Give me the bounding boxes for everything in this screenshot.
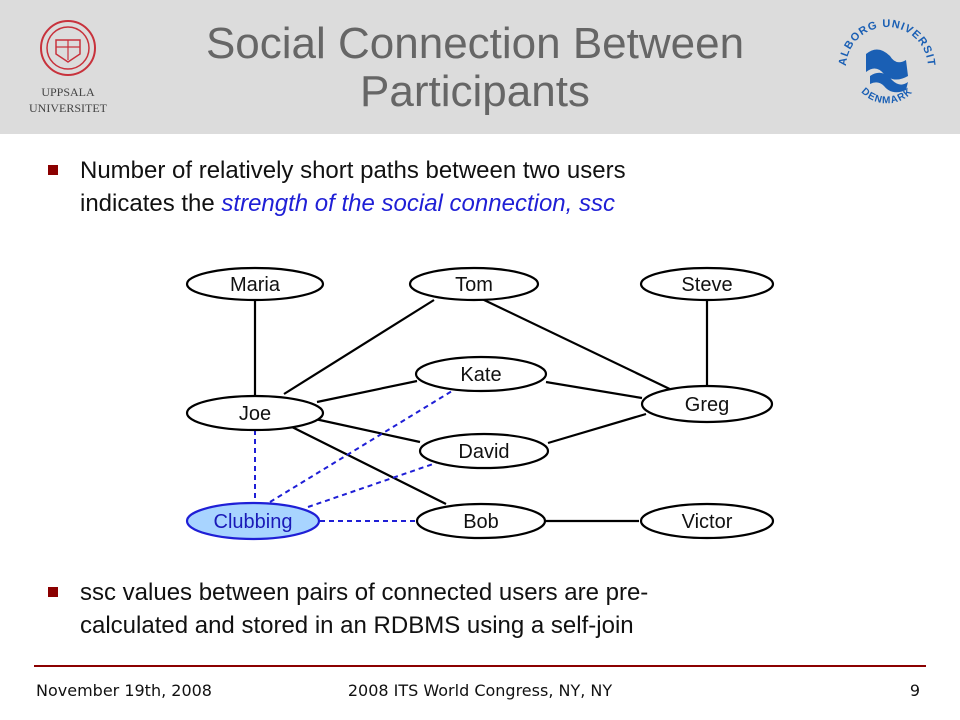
bullet-ssc-precalculated: ssc values between pairs of connected us…: [48, 576, 848, 642]
node-victor-label: Victor: [682, 511, 733, 533]
header-band: [0, 0, 960, 134]
bullet-ssc-definition: Number of relatively short paths between…: [48, 154, 848, 220]
aalborg-wave-icon: AALBORG UNIVERSITY DENMARK: [828, 5, 937, 106]
social-graph-svg: Maria Tom Steve Kate Joe Greg: [184, 266, 776, 542]
node-david-label: David: [458, 441, 509, 463]
uppsala-seal-icon: UPPSALA UNIVERSITET: [29, 20, 108, 115]
footer-rule: [34, 665, 926, 667]
node-clubbing-label: Clubbing: [214, 511, 293, 533]
dashed-edges: [254, 390, 453, 522]
node-steve: Steve: [639, 266, 775, 302]
social-graph: Maria Tom Steve Kate Joe Greg: [184, 266, 776, 542]
slide-title-line1: Social Connection Between: [205, 19, 745, 68]
node-greg: Greg: [640, 384, 774, 424]
bullet-1-lead: indicates the: [80, 190, 222, 217]
svg-text:DENMARK: DENMARK: [859, 86, 915, 106]
node-greg-label: Greg: [685, 394, 729, 416]
slide-title: Social Connection Between Participants: [130, 20, 820, 116]
node-maria: Maria: [185, 266, 325, 302]
edge-clubbing-david: [307, 462, 437, 508]
edge-joe-bob: [289, 425, 447, 505]
node-tom: Tom: [408, 266, 540, 302]
edge-kate-greg: [545, 380, 643, 400]
node-kate-label: Kate: [460, 364, 501, 386]
edge-joe-david: [314, 417, 421, 444]
bullet-square-icon: [48, 587, 58, 597]
node-joe: Joe: [185, 394, 325, 432]
bullet-1-line1: Number of relatively short paths between…: [80, 157, 626, 184]
edge-joe-tom: [283, 299, 435, 395]
bullet-2-line2: calculated and stored in an RDBMS using …: [80, 612, 634, 639]
edge-tom-greg: [481, 298, 677, 393]
node-joe-label: Joe: [239, 403, 271, 425]
node-maria-label: Maria: [230, 274, 281, 296]
aalborg-bottom-text: DENMARK: [859, 86, 914, 106]
uppsala-line1: UPPSALA: [41, 85, 95, 99]
node-steve-label: Steve: [681, 274, 732, 296]
footer-event: 2008 ITS World Congress, NY, NY: [347, 681, 613, 700]
edge-joe-kate: [316, 379, 418, 404]
edge-david-greg: [547, 412, 647, 445]
footer-date: November 19th, 2008: [36, 681, 212, 700]
bullet-2-line1: ssc values between pairs of connected us…: [80, 579, 649, 606]
page-number: 9: [909, 681, 920, 700]
node-tom-label: Tom: [455, 274, 493, 296]
node-kate: Kate: [414, 355, 548, 393]
bullet-square-icon: [48, 165, 58, 175]
uppsala-logo: UPPSALA UNIVERSITET: [18, 14, 118, 122]
node-bob-label: Bob: [463, 511, 499, 533]
aalborg-logo: AALBORG UNIVERSITY DENMARK: [828, 5, 942, 122]
bullet-1-emphasis: strength of the social connection, ssc: [221, 190, 615, 217]
node-clubbing: Clubbing: [185, 501, 321, 541]
node-victor: Victor: [639, 502, 775, 540]
node-david: David: [418, 432, 550, 470]
node-bob: Bob: [415, 502, 547, 540]
slide-title-line2: Participants: [360, 67, 590, 116]
uppsala-line2: UNIVERSITET: [29, 101, 108, 115]
